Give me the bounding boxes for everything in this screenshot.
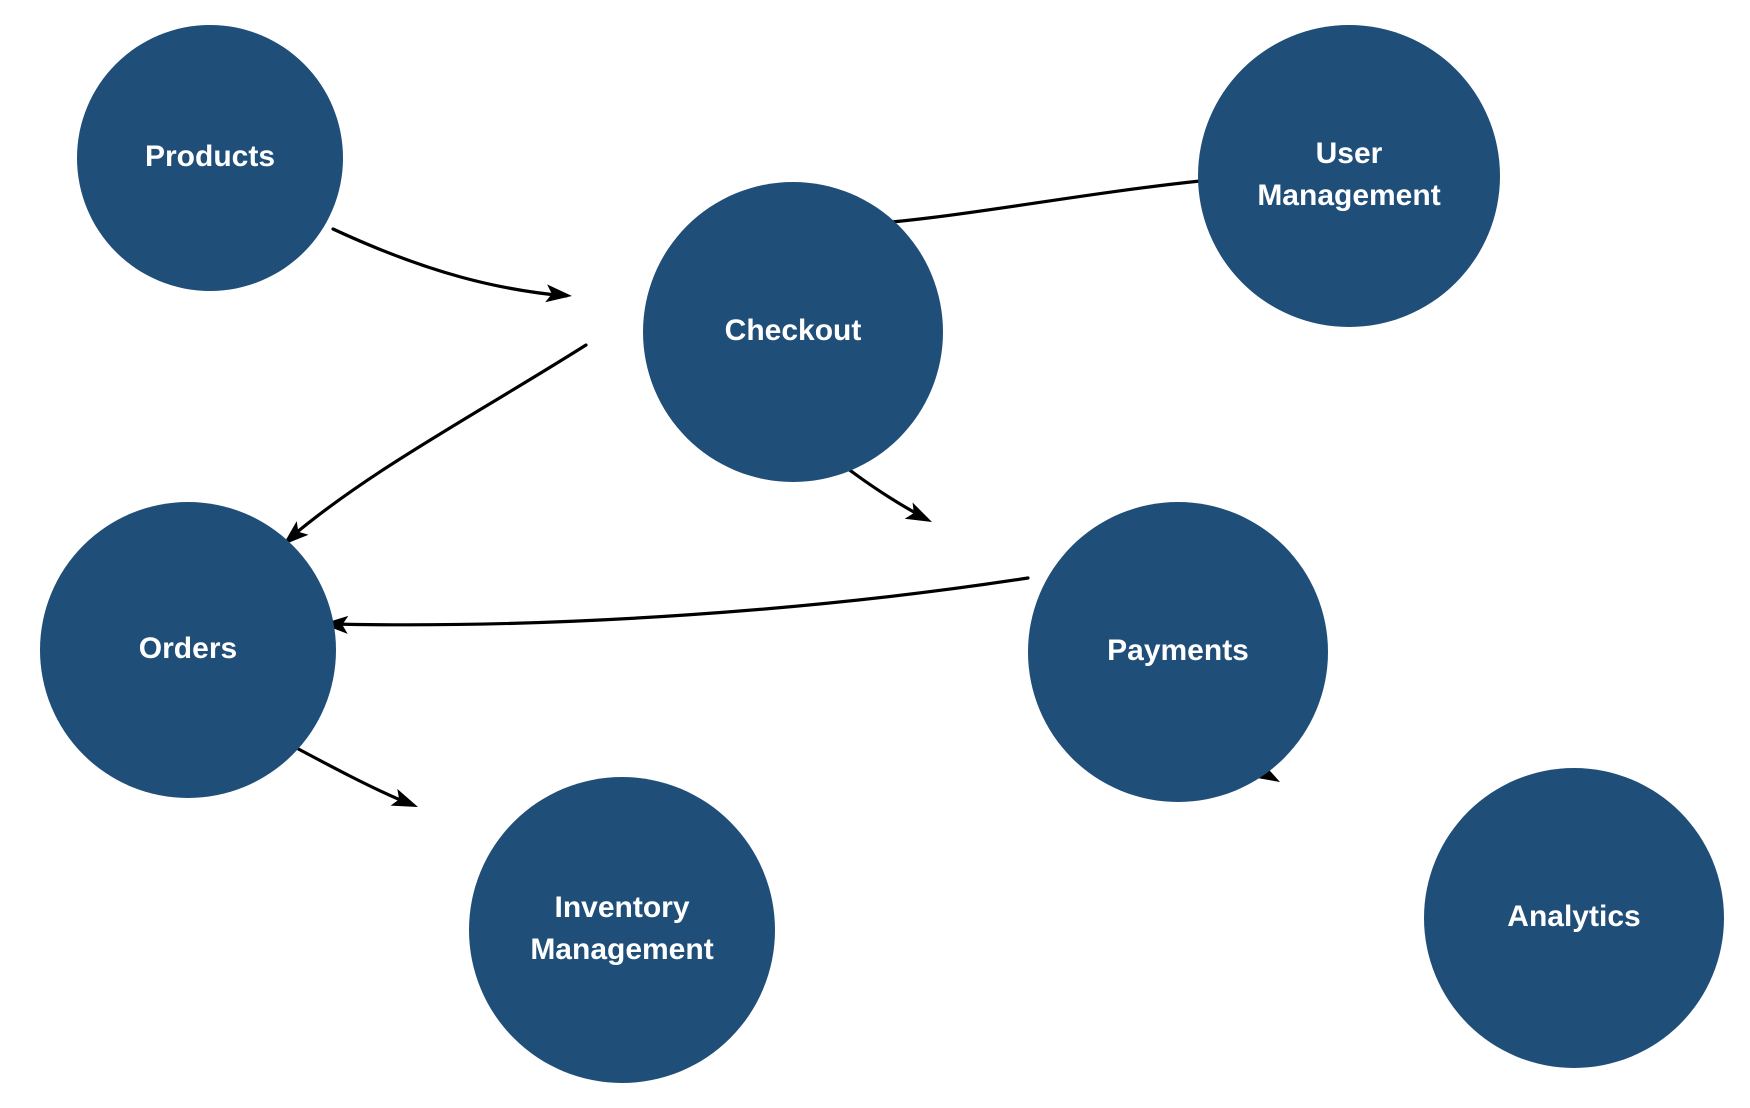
node-circle[interactable]	[469, 777, 775, 1083]
node-analytics[interactable]: Analytics	[1424, 768, 1724, 1068]
node-products[interactable]: Products	[77, 25, 343, 291]
node-orders[interactable]: Orders	[40, 502, 336, 798]
node-circle[interactable]	[1198, 25, 1500, 327]
arrowhead-icon	[390, 788, 418, 807]
arrowhead-icon	[904, 502, 932, 522]
arrowhead-icon	[545, 284, 572, 303]
edge-line	[331, 227, 568, 298]
edge-line	[836, 179, 1202, 228]
edge-products-checkout	[331, 227, 572, 303]
node-payments[interactable]: Payments	[1028, 502, 1328, 802]
node-checkout[interactable]: Checkout	[643, 182, 943, 482]
arrowhead-icon	[283, 521, 309, 545]
edge-checkout-orders	[283, 343, 588, 545]
node-circle[interactable]	[40, 502, 336, 798]
arrowhead-icon	[322, 615, 349, 634]
node-circle[interactable]	[77, 25, 343, 291]
node-circle[interactable]	[1028, 502, 1328, 802]
edge-line	[288, 343, 588, 540]
node-circle[interactable]	[1424, 768, 1724, 1068]
edge-payments-orders	[322, 576, 1030, 634]
edge-line	[330, 576, 1030, 627]
node-circle[interactable]	[643, 182, 943, 482]
